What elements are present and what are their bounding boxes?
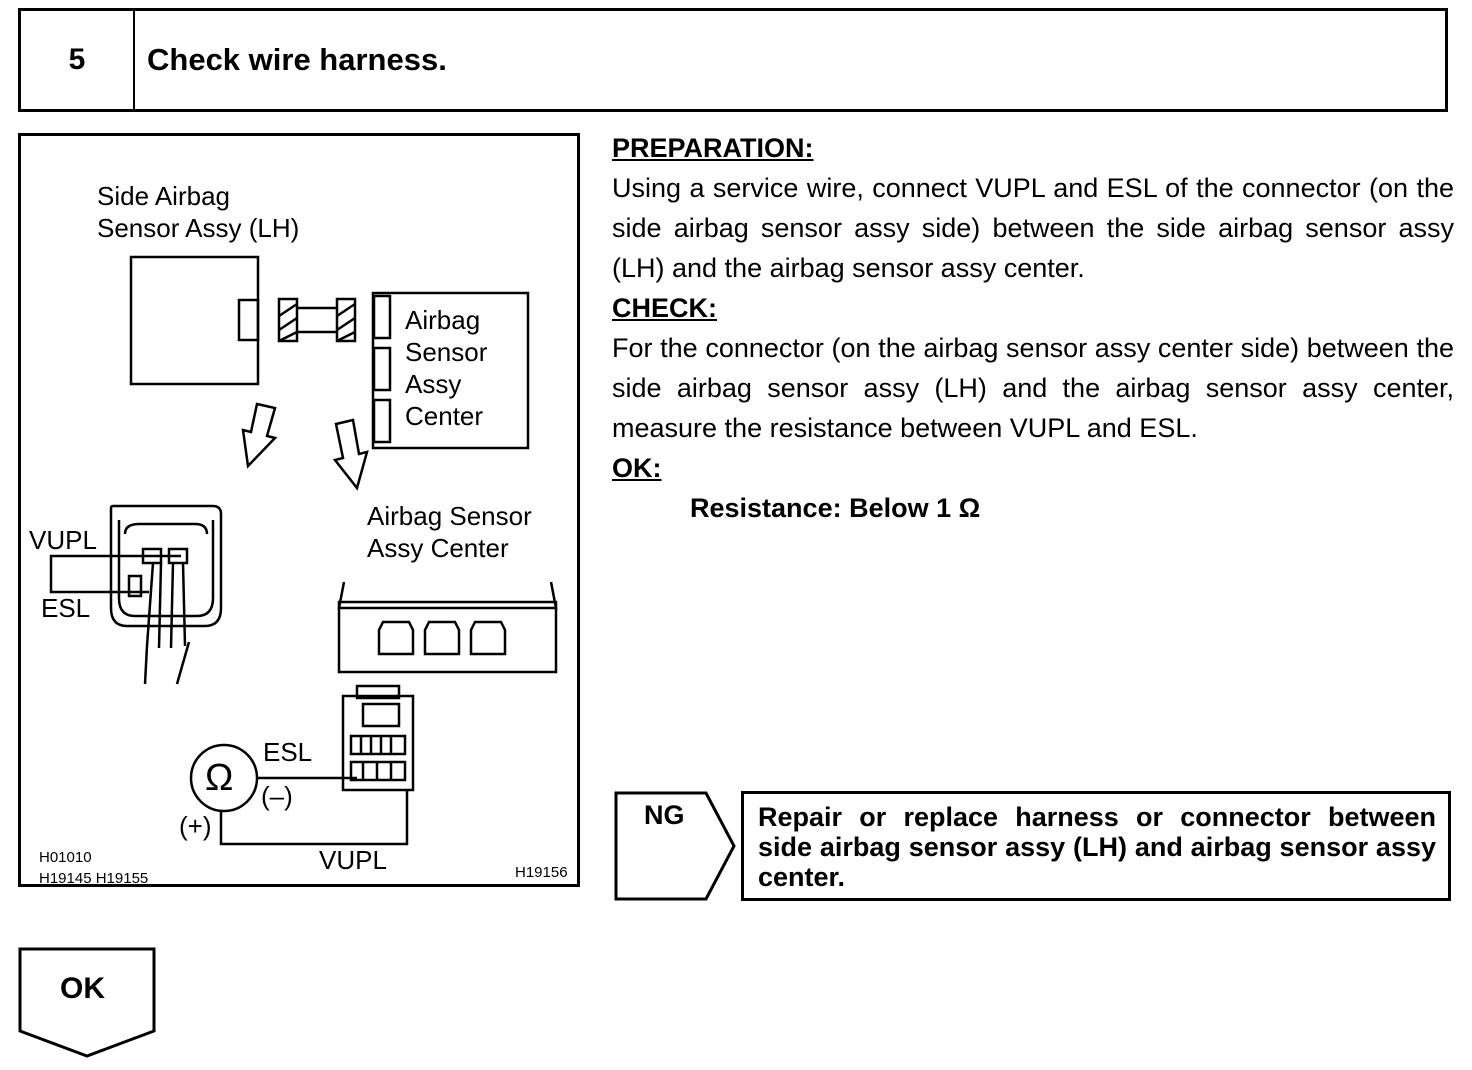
arrow-down-left bbox=[241, 402, 278, 469]
center-unit bbox=[337, 600, 558, 674]
center-box-label-4: Center bbox=[405, 401, 484, 431]
step-number: 5 bbox=[21, 11, 135, 109]
side-sensor-label-2: Sensor Assy (LH) bbox=[97, 213, 300, 243]
vupl-bottom-label: VUPL bbox=[319, 845, 387, 875]
center-box-label-3: Assy bbox=[405, 369, 462, 399]
wiring-diagram: Side Airbag Sensor Assy (LH) Airbag Sens… bbox=[18, 133, 580, 887]
ok-label: OK bbox=[60, 972, 105, 1005]
ng-label: NG bbox=[644, 800, 685, 830]
check-heading: CHECK: bbox=[612, 293, 717, 323]
ok-heading: OK: bbox=[612, 453, 662, 483]
plug-right bbox=[335, 297, 357, 343]
side-sensor-socket bbox=[237, 298, 260, 342]
minus-label: (–) bbox=[261, 781, 293, 811]
ng-arrow-shape bbox=[614, 791, 736, 901]
service-wire bbox=[49, 554, 181, 594]
step-title: Check wire harness. bbox=[147, 42, 447, 77]
plus-label: (+) bbox=[179, 811, 212, 841]
figure-code-2: H19145 H19155 bbox=[39, 870, 149, 887]
ohm-symbol: Ω bbox=[205, 757, 234, 799]
figure-code-3: H19156 bbox=[515, 864, 568, 881]
figure-code-1: H01010 bbox=[39, 849, 92, 866]
esl-meter-label: ESL bbox=[263, 737, 313, 767]
resistance-spec: Resistance: Below 1 Ω bbox=[690, 493, 981, 523]
arrow-down-right bbox=[332, 418, 369, 491]
plug-left bbox=[277, 297, 299, 343]
step-header: 5 Check wire harness. bbox=[18, 8, 1448, 112]
center-label-1: Airbag Sensor bbox=[367, 501, 532, 531]
left-connector bbox=[109, 504, 223, 628]
center-box-label-2: Sensor bbox=[405, 337, 488, 367]
instructions: PREPARATION: Using a service wire, conne… bbox=[612, 128, 1454, 528]
check-text: For the connector (on the airbag sensor … bbox=[612, 333, 1454, 443]
preparation-heading: PREPARATION: bbox=[612, 133, 814, 163]
esl-left-label: ESL bbox=[41, 593, 91, 623]
ng-action-box: Repair or replace harness or connector b… bbox=[741, 791, 1451, 901]
center-label-2: Assy Center bbox=[367, 533, 509, 563]
preparation-text: Using a service wire, connect VUPL and E… bbox=[612, 173, 1454, 283]
side-sensor-label-1: Side Airbag bbox=[97, 181, 230, 211]
center-connector bbox=[341, 694, 415, 792]
center-box-label-1: Airbag bbox=[405, 305, 481, 335]
ok-arrow-shape bbox=[18, 947, 156, 1058]
vupl-left-label: VUPL bbox=[29, 525, 97, 555]
wiring-diagram-drawing bbox=[49, 255, 558, 846]
